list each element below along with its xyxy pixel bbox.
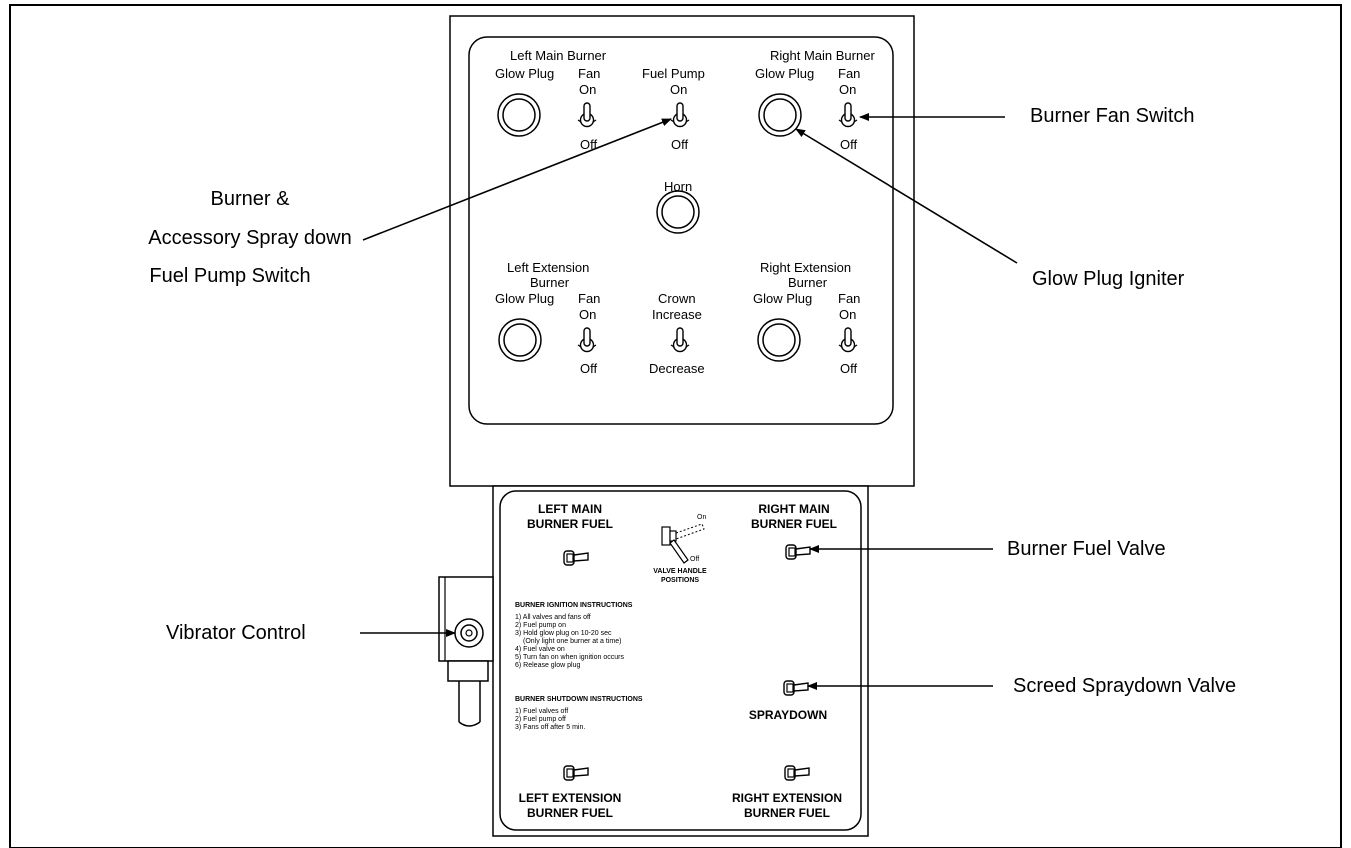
left-main-fuel-line2: BURNER FUEL — [527, 517, 613, 531]
left-main-glow-plug-icon — [497, 93, 541, 137]
arrow-glow-plug-igniter — [795, 128, 1018, 264]
horn-label: Horn — [664, 179, 693, 194]
left-main-burner-title: Left Main Burner — [510, 48, 607, 63]
left-main-glow-plug-label: Glow Plug — [495, 66, 555, 81]
right-ext-glow-plug-icon — [757, 318, 801, 362]
shutdown-step: 1) Fuel valves off — [515, 708, 569, 715]
crown-decrease-label: Decrease — [649, 361, 705, 376]
left-main-off-label: Off — [580, 137, 598, 152]
callout-fuel-pump-switch-line1: Burner & — [210, 188, 290, 210]
right-ext-off-label: Off — [840, 361, 858, 376]
left-ext-title-line1: Left Extension — [507, 260, 590, 275]
shutdown-instructions-title: BURNER SHUTDOWN INSTRUCTIONS — [515, 696, 643, 703]
right-main-fuel-line1: RIGHT MAIN — [758, 502, 830, 516]
right-main-fan-label: Fan — [838, 66, 861, 81]
left-ext-on-label: On — [579, 307, 597, 322]
right-ext-title-line1: Right Extension — [760, 260, 852, 275]
fuel-pump-on-label: On — [670, 82, 688, 97]
callout-burner-fan-switch: Burner Fan Switch — [1030, 105, 1195, 127]
ignition-step: 5) Turn fan on when ignition occurs — [515, 654, 624, 661]
right-ext-glow-plug-label: Glow Plug — [753, 291, 813, 306]
callout-screed-spraydown-valve: Screed Spraydown Valve — [1013, 675, 1237, 697]
left-ext-fuel-line2: BURNER FUEL — [527, 806, 613, 820]
ignition-step: 3) Hold glow plug on 10-20 sec — [515, 630, 612, 637]
callout-glow-plug-igniter: Glow Plug Igniter — [1032, 268, 1185, 290]
crown-increase-label: Increase — [652, 307, 702, 322]
left-main-fuel-line1: LEFT MAIN — [538, 502, 602, 516]
right-main-glow-plug-icon — [758, 93, 802, 137]
ignition-step: 2) Fuel pump on — [515, 622, 566, 629]
valve-legend-line1: VALVE HANDLE — [653, 568, 707, 575]
right-ext-fuel-line1: RIGHT EXTENSION — [731, 791, 842, 805]
right-main-glow-plug-label: Glow Plug — [755, 66, 815, 81]
lower-faceplate — [499, 490, 862, 831]
right-main-on-label: On — [839, 82, 857, 97]
fuel-pump-title: Fuel Pump — [642, 66, 705, 81]
shutdown-step: 3) Fans off after 5 min. — [515, 724, 586, 731]
valve-handle-legend-icon — [661, 523, 705, 564]
horn-button-icon — [656, 190, 700, 234]
valve-legend-off: Off — [690, 556, 700, 563]
vibrator-cable — [458, 681, 481, 727]
right-main-fuel-line2: BURNER FUEL — [751, 517, 837, 531]
outer-frame — [9, 4, 1342, 848]
ignition-step: 6) Release glow plug — [515, 662, 581, 669]
fuel-pump-off-label: Off — [671, 137, 689, 152]
callout-burner-fuel-valve: Burner Fuel Valve — [1007, 538, 1166, 560]
spraydown-label: SPRAYDOWN — [748, 708, 828, 722]
shutdown-step: 2) Fuel pump off — [515, 716, 566, 723]
arrow-fuel-pump-switch — [362, 118, 672, 241]
crown-title: Crown — [658, 291, 696, 306]
left-ext-off-label: Off — [580, 361, 598, 376]
ignition-step: (Only light one burner at a time) — [523, 638, 622, 645]
left-ext-glow-plug-label: Glow Plug — [495, 291, 555, 306]
ignition-step: 1) All valves and fans off — [515, 614, 591, 621]
valve-legend-on: On — [697, 514, 707, 521]
left-ext-fan-label: Fan — [578, 291, 601, 306]
left-ext-fuel-line1: LEFT EXTENSION — [518, 791, 622, 805]
left-ext-title-line2: Burner — [530, 275, 570, 290]
right-ext-fuel-line2: BURNER FUEL — [744, 806, 830, 820]
callout-fuel-pump-switch-line2: Accessory Spray down — [148, 227, 352, 249]
right-main-burner-title: Right Main Burner — [770, 48, 875, 63]
valve-legend-line2: POSITIONS — [660, 577, 700, 584]
ignition-instructions-title: BURNER IGNITION INSTRUCTIONS — [515, 602, 633, 609]
ignition-step: 4) Fuel valve on — [515, 646, 565, 653]
right-main-off-label: Off — [840, 137, 858, 152]
callout-vibrator-control: Vibrator Control — [166, 622, 306, 644]
left-ext-glow-plug-icon — [498, 318, 542, 362]
left-main-fan-label: Fan — [578, 66, 601, 81]
left-main-on-label: On — [579, 82, 597, 97]
right-ext-on-label: On — [839, 307, 857, 322]
right-ext-title-line2: Burner — [788, 275, 828, 290]
callout-fuel-pump-switch-line3: Fuel Pump Switch — [149, 265, 311, 287]
right-ext-fan-label: Fan — [838, 291, 861, 306]
